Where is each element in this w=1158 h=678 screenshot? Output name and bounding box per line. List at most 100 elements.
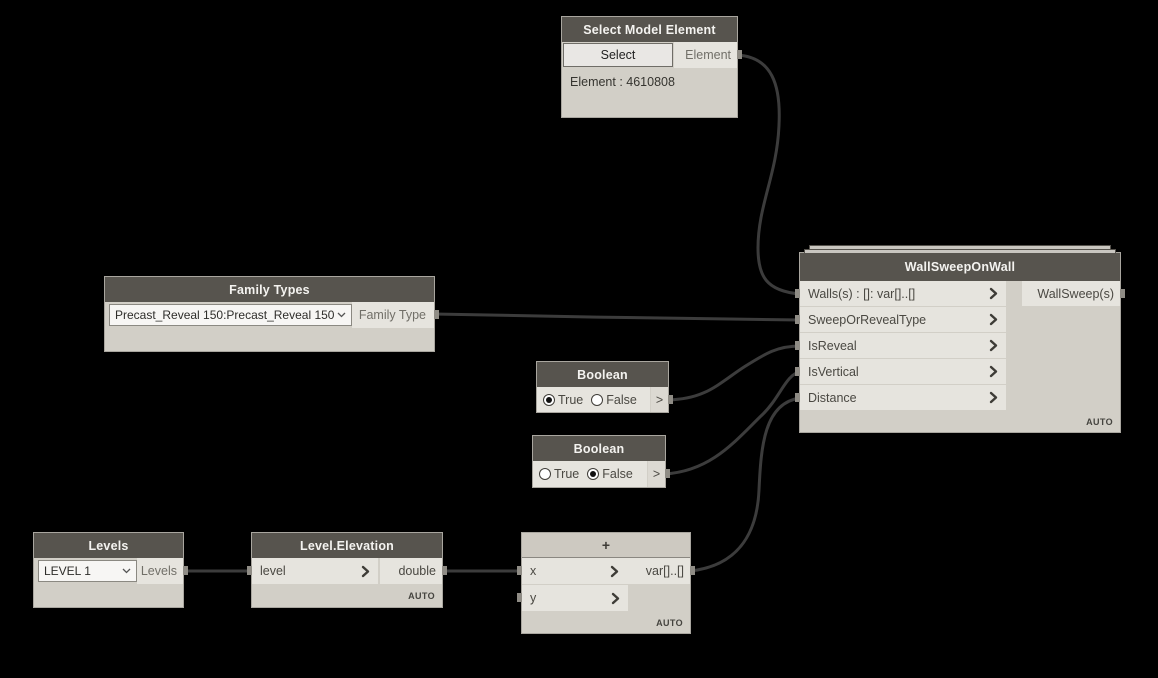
wire-bool2-to-isvertical[interactable]	[664, 370, 801, 476]
node-family-types[interactable]: Family Types Precast_Reveal 150:Precast_…	[104, 276, 439, 352]
node-header[interactable]: Levels	[34, 533, 183, 558]
port-out-element[interactable]: Element	[674, 42, 737, 68]
port-label: WallSweep(s)	[1037, 286, 1114, 301]
port-in-x[interactable]: x	[522, 558, 627, 584]
port-nub	[442, 566, 447, 575]
radio-true-icon[interactable]	[543, 393, 555, 406]
port-label: >	[652, 467, 661, 481]
port-label: double	[398, 564, 436, 578]
wire-bool1-to-isreveal[interactable]	[667, 344, 801, 402]
port-in-distance[interactable]: Distance	[800, 385, 1006, 410]
wire-element-to-walls[interactable]	[736, 53, 801, 296]
dropdown-value: Precast_Reveal 150:Precast_Reveal 150	[115, 308, 335, 322]
family-type-dropdown[interactable]: Precast_Reveal 150:Precast_Reveal 150	[109, 304, 352, 326]
lacing-footer[interactable]: AUTO	[252, 585, 442, 607]
radio-false[interactable]: False	[591, 393, 637, 407]
port-nub	[517, 593, 522, 602]
radio-false-label: False	[602, 467, 633, 481]
node-plus[interactable]: + x var[]..[] y A	[517, 532, 695, 634]
port-out-bool[interactable]: >	[648, 461, 665, 487]
radio-false-icon[interactable]	[587, 468, 600, 480]
port-in-isvertical[interactable]: IsVertical	[800, 359, 1006, 384]
node-stack-layer	[804, 249, 1116, 254]
select-button[interactable]: Select	[563, 43, 673, 67]
port-nub	[517, 566, 522, 575]
port-in-walls[interactable]: Walls(s) : []: var[]..[]	[800, 281, 1006, 306]
port-label: SweepOrRevealType	[808, 312, 927, 327]
node-header[interactable]: Family Types	[105, 277, 434, 302]
chevron-down-icon	[337, 312, 346, 318]
port-out-double[interactable]: double	[380, 558, 442, 584]
lacing-footer[interactable]: AUTO	[522, 612, 690, 633]
port-nub	[1120, 289, 1125, 298]
node-header[interactable]: Boolean	[537, 362, 668, 387]
port-label: Levels	[140, 564, 177, 578]
radio-false-icon[interactable]	[591, 393, 604, 406]
chevron-down-icon	[122, 568, 131, 574]
radio-true[interactable]: True	[543, 393, 583, 407]
port-out-levels[interactable]: Levels	[137, 558, 183, 584]
node-boolean-false[interactable]: Boolean True False >	[532, 435, 670, 488]
element-id-text: Element : 4610808	[570, 75, 675, 89]
port-label: var[]..[]	[645, 564, 684, 578]
port-label: y	[530, 591, 537, 605]
wire-familytype-to-sweeptype[interactable]	[433, 312, 801, 322]
port-nub	[795, 393, 800, 402]
port-label: x	[530, 564, 537, 578]
port-nub	[795, 367, 800, 376]
port-nub	[668, 395, 673, 404]
node-select-model-element[interactable]: Select Model Element Select Element Elem…	[561, 16, 742, 118]
wire-plus-to-distance[interactable]	[689, 396, 801, 573]
radio-false[interactable]: False	[587, 467, 633, 481]
port-in-sweeporrevealtype[interactable]: SweepOrRevealType	[800, 307, 1006, 332]
port-label: Family Type	[358, 308, 426, 322]
lacing-label: AUTO	[1086, 417, 1113, 427]
node-header[interactable]: WallSweepOnWall	[800, 253, 1120, 281]
radio-true[interactable]: True	[539, 467, 579, 481]
dropdown-value: LEVEL 1	[44, 564, 91, 578]
radio-true-label: True	[554, 467, 580, 481]
port-out-bool[interactable]: >	[651, 387, 668, 412]
lacing-footer[interactable]: AUTO	[800, 412, 1120, 432]
node-body	[34, 584, 183, 607]
node-header[interactable]: Boolean	[533, 436, 665, 461]
port-nub	[247, 566, 252, 575]
port-in-isreveal[interactable]: IsReveal	[800, 333, 1006, 358]
port-nub	[795, 315, 800, 324]
port-nub	[795, 289, 800, 298]
node-level-elevation[interactable]: Level.Elevation level double AUTO	[247, 532, 447, 608]
node-body	[105, 328, 434, 351]
port-label: IsVertical	[808, 364, 859, 379]
chevron-right-icon	[989, 365, 998, 378]
port-out-wallsweep[interactable]: WallSweep(s)	[1022, 281, 1120, 306]
port-out-family-type[interactable]: Family Type	[352, 302, 434, 328]
node-header[interactable]: +	[522, 533, 690, 558]
radio-true-icon[interactable]	[539, 468, 551, 480]
port-label: level	[260, 564, 286, 578]
port-out-var[interactable]: var[]..[]	[626, 558, 690, 584]
chevron-right-icon	[989, 313, 998, 326]
levels-dropdown[interactable]: LEVEL 1	[38, 560, 137, 582]
port-label: Walls(s) : []: var[]..[]	[808, 286, 916, 301]
port-in-level[interactable]: level	[252, 558, 378, 584]
lacing-label: AUTO	[408, 591, 435, 601]
chevron-right-icon	[989, 339, 998, 352]
port-label: Distance	[808, 390, 857, 405]
node-levels[interactable]: Levels LEVEL 1 Levels	[33, 532, 188, 608]
port-in-y[interactable]: y	[522, 585, 628, 611]
port-label: Element	[685, 48, 731, 62]
port-nub	[690, 566, 695, 575]
node-header[interactable]: Select Model Element	[562, 17, 737, 42]
port-nub	[795, 341, 800, 350]
chevron-right-icon	[611, 592, 620, 605]
chevron-right-icon	[989, 287, 998, 300]
node-header[interactable]: Level.Elevation	[252, 533, 442, 558]
node-boolean-true[interactable]: Boolean True False >	[536, 361, 673, 413]
node-wallsweeponwall[interactable]: WallSweepOnWall Walls(s) : []: var[]..[]…	[795, 245, 1125, 433]
port-nub	[665, 469, 670, 478]
lacing-label: AUTO	[656, 617, 683, 628]
port-nub	[183, 566, 188, 575]
chevron-right-icon	[989, 391, 998, 404]
node-stack-layer	[809, 245, 1111, 250]
